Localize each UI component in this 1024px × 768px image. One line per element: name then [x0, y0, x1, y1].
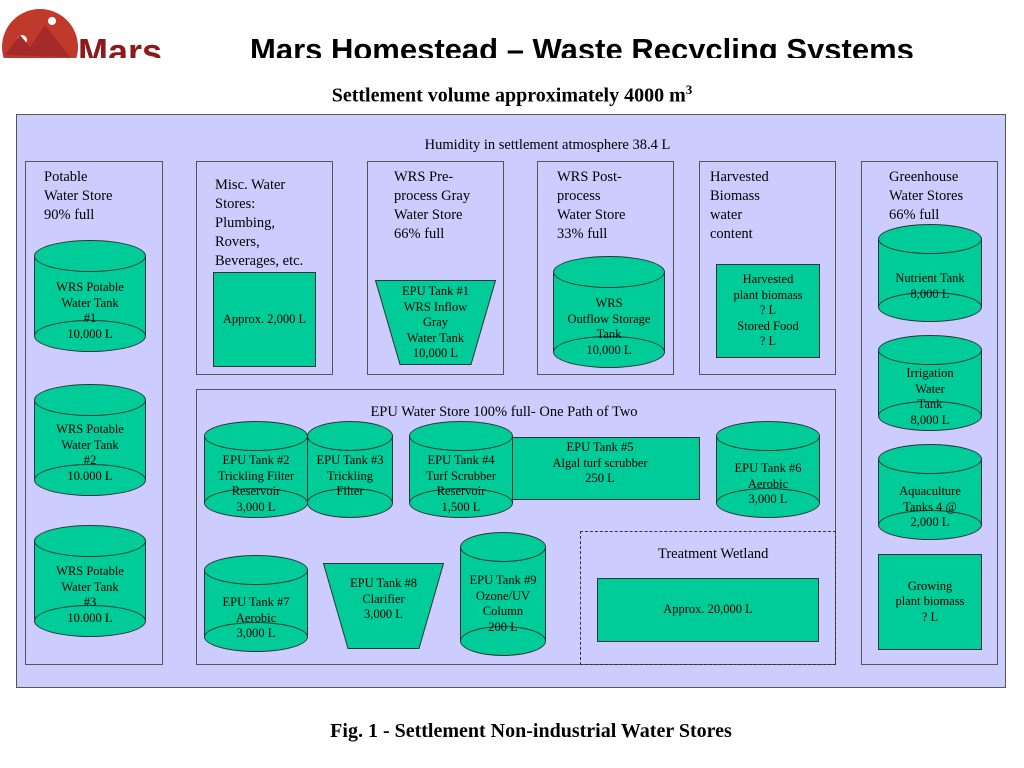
epu-tank-6: EPU Tank #6 Aerobic 3,000 L	[716, 421, 820, 518]
misc-store-amount: Approx. 2,000 L	[213, 272, 316, 367]
postprocess-store-label: WRS Post- process Water Store 33% full	[557, 169, 626, 242]
wrs-outflow-tank: WRS Outflow Storage Tank 10,000 L	[553, 256, 665, 368]
treatment-wetland-label: Treatment Wetland	[658, 546, 769, 562]
misc-store-label: Misc. Water Stores: Plumbing, Rovers, Be…	[215, 177, 304, 269]
figure-caption: Fig. 1 - Settlement Non-industrial Water…	[330, 720, 732, 742]
epu-tank-7: EPU Tank #7 Aerobic 3,000 L	[204, 555, 308, 652]
growing-plant-biomass: Growing plant biomass ? L	[878, 554, 982, 650]
treatment-wetland-box	[580, 531, 836, 665]
preprocess-store-label: WRS Pre- process Gray Water Store 66% fu…	[394, 169, 471, 242]
harvested-biomass-amount: Harvested plant biomass ? L Stored Food …	[716, 264, 820, 358]
humidity-label: Humidity in settlement atmosphere 38.4 L	[424, 137, 671, 153]
wrs-potable-tank-2: WRS Potable Water Tank #2 10.000 L	[34, 384, 146, 496]
epu-tank-4: EPU Tank #4 Turf Scrubber Reservoir 1,50…	[409, 421, 513, 518]
epu-tank-5: EPU Tank #5 Algal turf scrubber 250 L	[500, 437, 700, 500]
subtitle: Settlement volume approximately 4000 m3	[331, 82, 693, 107]
mars-logo	[0, 5, 80, 58]
wrs-potable-tank-3: WRS Potable Water Tank #3 10.000 L	[34, 525, 146, 637]
aquaculture-tanks: Aquaculture Tanks 4 @ 2,000 L	[878, 444, 982, 540]
epu-tank-2: EPU Tank #2 Trickling Filter Reservoir 3…	[204, 421, 308, 518]
biomass-store-label: Harvested Biomass water content	[710, 169, 769, 242]
epu-tank-1: EPU Tank #1 WRS Inflow Gray Water Tank 1…	[375, 280, 496, 365]
epu-tank-9: EPU Tank #9 Ozone/UV Column 200 L	[460, 532, 546, 656]
irrigation-water-tank: Irrigation Water Tank 8,000 L	[878, 335, 982, 431]
epu-tank-8: EPU Tank #8 Clarifier 3,000 L	[323, 563, 444, 649]
logo-text: Mars	[78, 32, 163, 58]
epu-tank-3: EPU Tank #3 Trickling Filter	[307, 421, 393, 518]
mars-planet-icon	[2, 9, 78, 58]
wrs-potable-tank-1: WRS Potable Water Tank #1 10,000 L	[34, 240, 146, 352]
epu-store-label: EPU Water Store 100% full- One Path of T…	[370, 404, 638, 420]
potable-store-label: Potable Water Store 90% full	[44, 169, 113, 223]
nutrient-tank: Nutrient Tank 8,000 L	[878, 224, 982, 322]
page-title: Mars Homestead – Waste Recycling Systems	[250, 32, 914, 58]
treatment-wetland-amount: Approx. 20,000 L	[597, 578, 819, 642]
greenhouse-store-label: Greenhouse Water Stores 66% full	[889, 169, 964, 223]
